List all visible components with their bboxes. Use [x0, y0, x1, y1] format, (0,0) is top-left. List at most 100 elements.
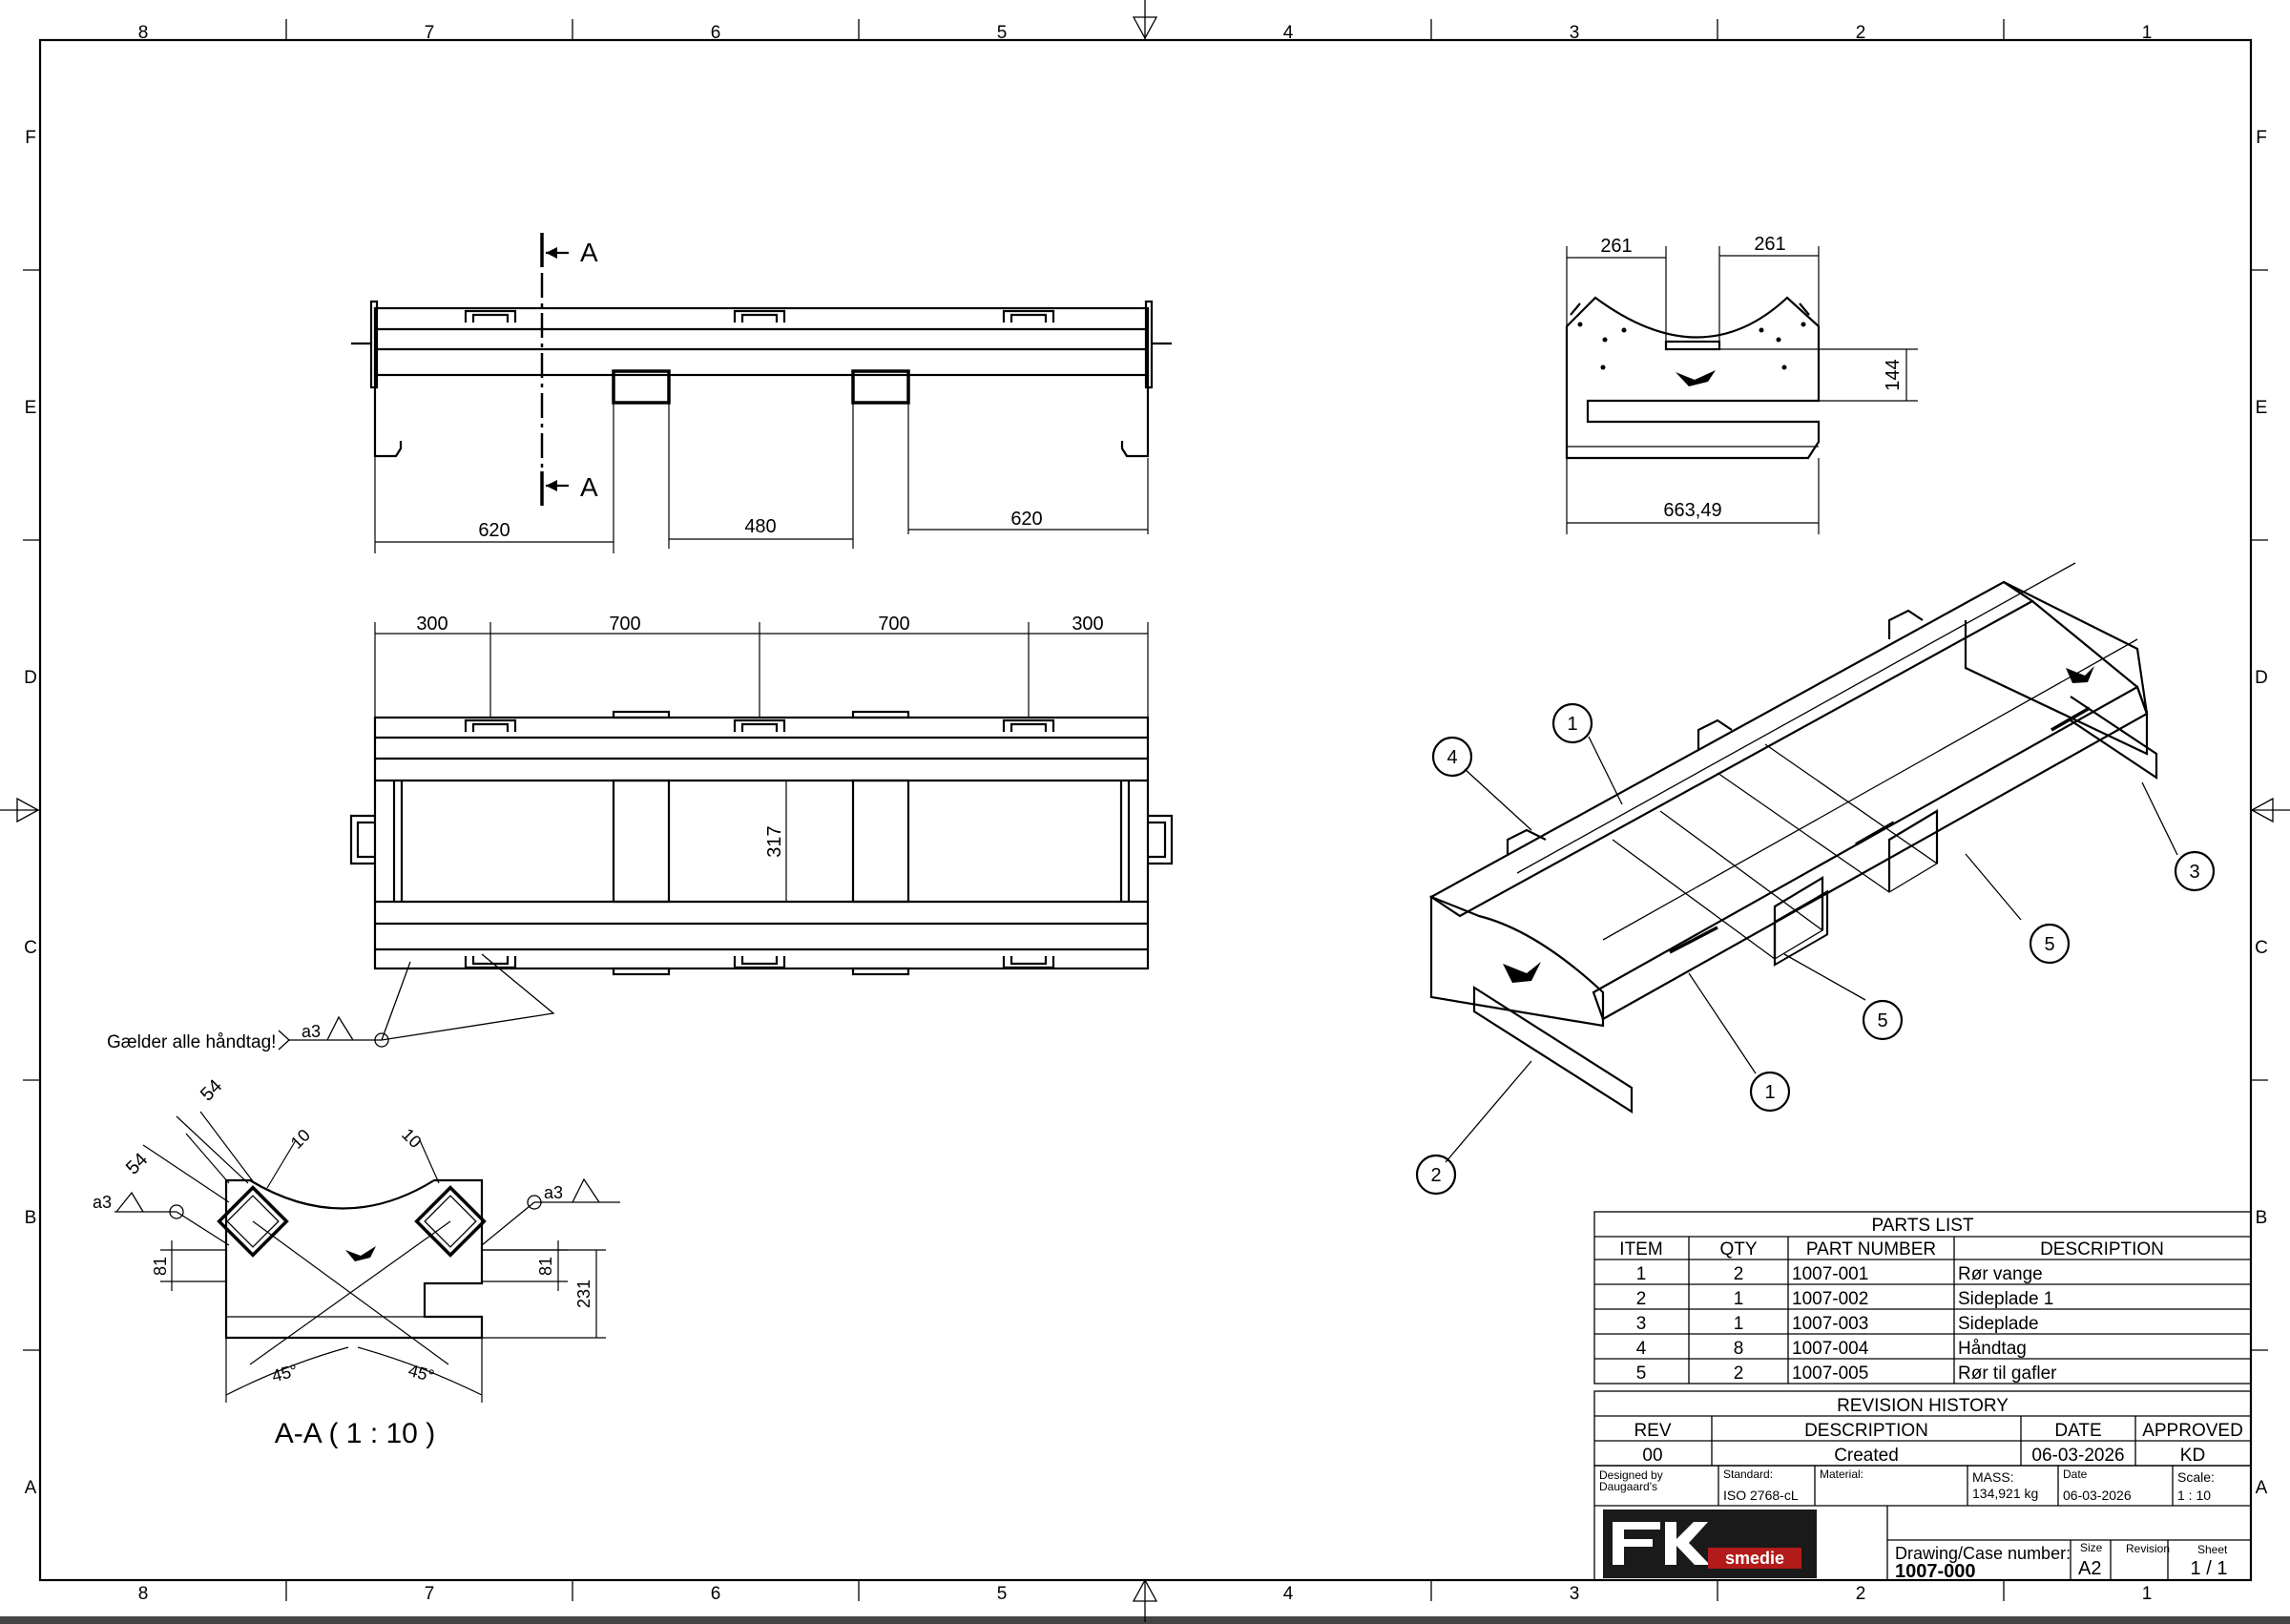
svg-text:smedie: smedie: [1725, 1549, 1784, 1568]
weld-symbol: a3: [544, 1183, 563, 1202]
parts-list-cell: 3: [1636, 1314, 1647, 1334]
parts-list-cell: 2: [1636, 1289, 1647, 1309]
date-label: Date: [2063, 1468, 2088, 1481]
column-label: 7: [425, 23, 435, 43]
revision-history-header: REV: [1634, 1421, 1671, 1441]
row-label: E: [2256, 398, 2268, 418]
parts-list-cell: 1007-002: [1792, 1289, 1868, 1309]
column-label: 8: [138, 23, 149, 43]
dimension-label: 231: [574, 1280, 593, 1308]
row-label: E: [25, 398, 37, 418]
row-label: D: [24, 668, 37, 688]
dimension-label: 480: [744, 516, 776, 537]
mass-label: MASS:: [1972, 1469, 2014, 1485]
parts-list-cell: 8: [1734, 1339, 1744, 1359]
size-value: A2: [2078, 1558, 2101, 1579]
parts-list-cell: 1007-005: [1792, 1364, 1868, 1384]
column-label: 8: [138, 1584, 149, 1604]
dimension-label: 620: [478, 520, 510, 541]
sheet-label: Sheet: [2197, 1543, 2228, 1556]
section-title: A-A ( 1 : 10 ): [275, 1418, 435, 1449]
parts-list-cell: Håndtag: [1958, 1339, 2027, 1359]
column-label: 3: [1570, 23, 1580, 43]
standard-value: ISO 2768-cL: [1723, 1488, 1799, 1503]
row-label: A: [2256, 1478, 2268, 1498]
weld-symbol: a3: [93, 1193, 112, 1212]
parts-list-cell: 1: [1734, 1314, 1744, 1334]
revision-history-header: APPROVED: [2142, 1421, 2243, 1441]
dimension-label: 261: [1754, 234, 1785, 255]
weld-symbol: a3: [302, 1022, 321, 1041]
parts-list-cell: 5: [1636, 1364, 1647, 1384]
revision-history-header: DATE: [2054, 1421, 2101, 1441]
revision-history-title: REVISION HISTORY: [1837, 1396, 2009, 1416]
column-label: 7: [425, 1584, 435, 1604]
designed-by-label: Designed by: [1599, 1468, 1663, 1482]
column-label: 1: [2142, 1584, 2153, 1604]
standard-label: Standard:: [1723, 1468, 1773, 1481]
revision-history-cell: 00: [1642, 1446, 1662, 1466]
company-logo: smedie: [1603, 1509, 1817, 1578]
parts-list-cell: 4: [1636, 1339, 1647, 1359]
row-label: A: [25, 1478, 37, 1498]
parts-list-cell: 1007-004: [1792, 1339, 1869, 1359]
parts-list-cell: 1: [1636, 1264, 1647, 1284]
revision-history-header: DESCRIPTION: [1804, 1421, 1928, 1441]
revision-label: Revision: [2126, 1542, 2170, 1555]
dimension-label: 300: [1072, 614, 1103, 635]
weld-note: Gælder alle håndtag!: [107, 1032, 276, 1052]
column-label: 2: [1856, 23, 1866, 43]
material-label: Material:: [1820, 1468, 1863, 1481]
size-label: Size: [2080, 1541, 2103, 1554]
parts-list-cell: 1007-003: [1792, 1314, 1868, 1334]
balloon-label: 4: [1447, 747, 1457, 768]
dimension-label: 700: [609, 614, 640, 635]
column-label: 1: [2142, 23, 2153, 43]
parts-list-cell: 1: [1734, 1289, 1744, 1309]
column-label: 5: [997, 23, 1008, 43]
top-view: A A 620 480 620: [351, 233, 1172, 553]
section-marker: A: [580, 472, 598, 502]
parts-list-cell: 1007-001: [1792, 1264, 1868, 1284]
dimension-label: 144: [1883, 359, 1904, 390]
parts-list-header: DESCRIPTION: [2040, 1239, 2164, 1260]
section-marker: A: [580, 238, 598, 267]
column-label: 6: [711, 1584, 721, 1604]
parts-list-cell: Sideplade: [1958, 1314, 2039, 1334]
parts-list-header: PART NUMBER: [1806, 1239, 1936, 1260]
balloon-label: 3: [2189, 862, 2199, 883]
column-label: 4: [1283, 1584, 1294, 1604]
mass-value: 134,921 kg: [1972, 1486, 2038, 1501]
column-label: 6: [711, 23, 721, 43]
column-label: 5: [997, 1584, 1008, 1604]
dimension-label: 81: [536, 1257, 555, 1276]
dimension-label: 261: [1600, 236, 1632, 257]
balloon-label: 5: [2044, 934, 2054, 955]
row-label: B: [25, 1208, 37, 1228]
parts-list-header: ITEM: [1619, 1239, 1662, 1260]
dimension-label: 700: [878, 614, 909, 635]
row-label: C: [2255, 938, 2268, 958]
parts-list-cell: 2: [1734, 1364, 1744, 1384]
scale-value: 1 : 10: [2177, 1488, 2211, 1503]
side-view: 261 261 144 663,49: [1565, 234, 1918, 534]
sheet-value: 1 / 1: [2191, 1558, 2228, 1579]
revision-history-cell: KD: [2180, 1446, 2205, 1466]
parts-list-cell: Rør til gafler: [1958, 1364, 2057, 1384]
parts-list-title: PARTS LIST: [1872, 1216, 1974, 1236]
scale-label: Scale:: [2177, 1469, 2215, 1485]
balloon-label: 1: [1567, 714, 1577, 735]
balloon-label: 1: [1764, 1082, 1775, 1103]
revision-history-cell: 06-03-2026: [2031, 1446, 2124, 1466]
row-label: B: [2256, 1208, 2268, 1228]
balloon-label: 5: [1877, 1010, 1887, 1031]
column-label: 4: [1283, 23, 1294, 43]
parts-list-cell: Sideplade 1: [1958, 1289, 2053, 1309]
parts-list-header: QTY: [1719, 1239, 1757, 1260]
parts-list-cell: 2: [1734, 1264, 1744, 1284]
date-value: 06-03-2026: [2063, 1488, 2132, 1503]
isometric-view: 1 4 2 1 5 5 3: [1415, 562, 2216, 1196]
front-view: 300 700 700 300 317 a3 Gælder alle håndt…: [107, 614, 1174, 1052]
row-label: C: [24, 938, 37, 958]
